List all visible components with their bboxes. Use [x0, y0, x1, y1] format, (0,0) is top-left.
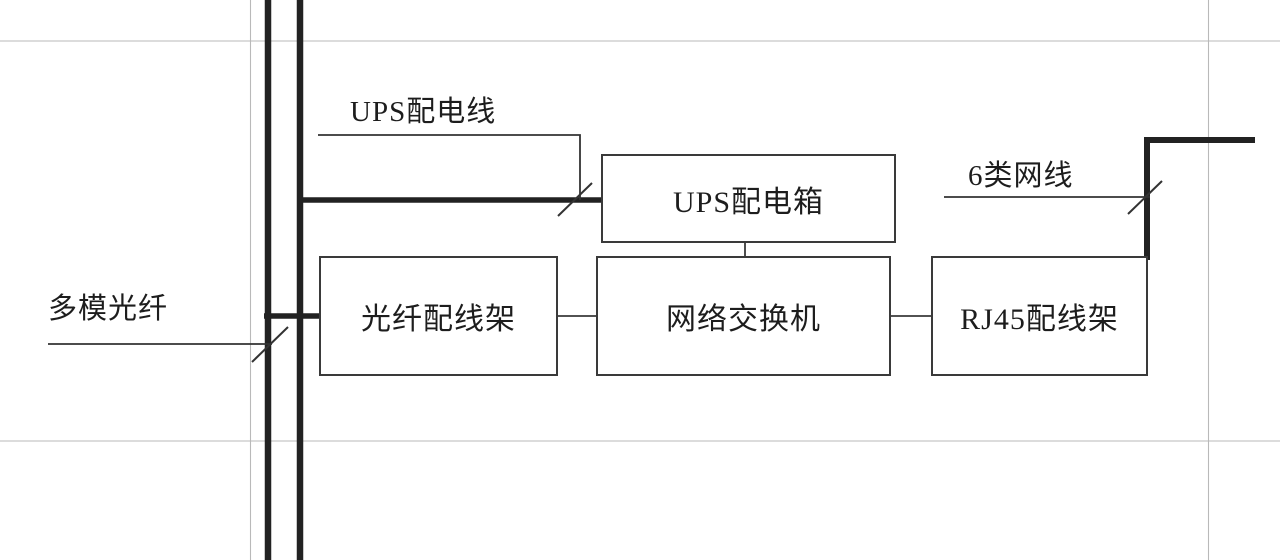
rj45-patch-panel-outline: [931, 256, 1148, 376]
wall-riser-lines: [264, 0, 304, 560]
ups-power-cable-label: UPS配电线: [350, 96, 497, 128]
cat6-network-cable-label: 6类网线: [968, 160, 1074, 192]
equipment-connectors: [557, 242, 932, 317]
ups-power-cable-tick-icon: [557, 182, 593, 217]
fiber-patch-panel-label: 光纤配线架: [361, 303, 516, 336]
ups-power-cable-leader: [318, 134, 581, 200]
ups-distribution-box-outline: [601, 154, 896, 243]
cat6-network-cable-tick-icon: [1127, 180, 1163, 215]
rj45-patch-panel-label: RJ45配线架: [960, 303, 1119, 336]
multimode-fiber-tick-icon: [251, 326, 289, 363]
network-switch-label: 网络交换机: [666, 303, 821, 336]
multimode-fiber-label: 多模光纤: [48, 293, 169, 325]
cat6-network-cable-run: [1144, 137, 1255, 260]
ups-distribution-box-label: UPS配电箱: [672, 185, 825, 219]
network-switch-outline: [596, 256, 891, 376]
ups-power-cable-leader-path: [318, 134, 581, 200]
cat6-network-cable-path: [1144, 137, 1255, 260]
